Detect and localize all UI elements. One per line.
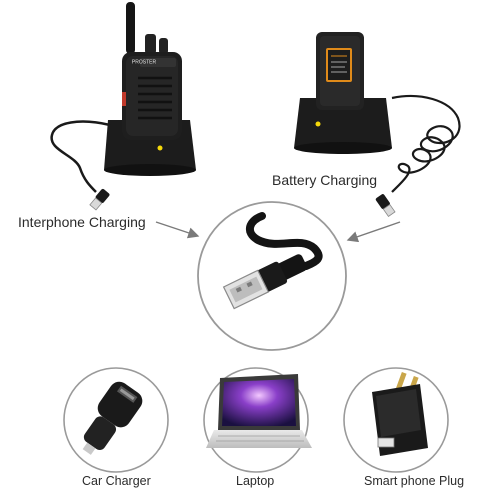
laptop-label: Laptop [236,474,275,488]
dock-led [315,121,321,127]
charge-led [157,145,163,151]
laptop-icon [203,367,312,473]
radio-brand-text: PROSTER [132,60,157,66]
interphone-charging-label: Interphone Charging [18,214,146,230]
arrow-to-usb-left [155,221,200,239]
battery-dock-icon [294,32,461,218]
usb-connector-icon [197,201,347,351]
walkie-talkie-icon [50,2,196,211]
car-charger-icon [63,367,169,473]
battery-charging-label: Battery Charging [272,172,378,188]
arrow-to-usb-right [346,221,401,243]
car-charger-label: Car Charger [82,474,151,488]
wall-plug-icon [343,367,449,473]
smart-phone-plug-label: Smart phone Plug [364,474,465,488]
